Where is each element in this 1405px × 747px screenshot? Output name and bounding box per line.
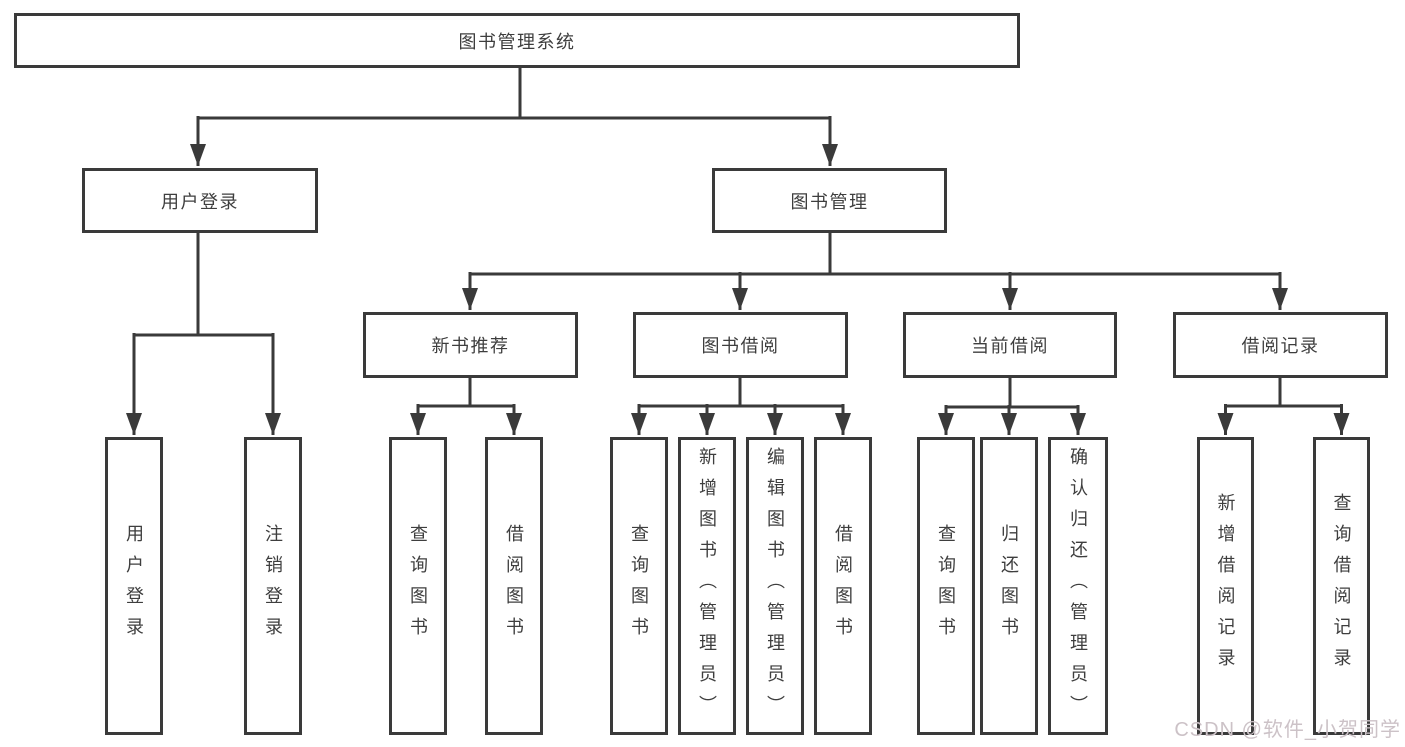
leaf-query-borrow-record: 查询借阅记录	[1313, 437, 1370, 735]
leaf-query-books-recommend: 查询图书	[389, 437, 447, 735]
connector-new-book-recommend-split	[410, 378, 522, 435]
connector-current-borrowing-split	[938, 378, 1086, 435]
leaf-edit-books-admin: 编辑图书（管理员）	[746, 437, 804, 735]
leaf-borrow-books-borrowing: 借阅图书	[814, 437, 872, 735]
connector-user-login-split	[126, 233, 281, 435]
node-borrowing-records: 借阅记录	[1173, 312, 1388, 378]
leaf-borrow-books-recommend: 借阅图书	[485, 437, 543, 735]
connector-book-borrowing-split	[631, 378, 851, 435]
connector-book-management-split	[462, 233, 1288, 310]
leaf-query-books-borrowing: 查询图书	[610, 437, 668, 735]
leaf-query-books-current: 查询图书	[917, 437, 975, 735]
node-book-management: 图书管理	[712, 168, 947, 233]
csdn-watermark: CSDN @软件_小贺同学	[1174, 719, 1401, 741]
node-user-login: 用户登录	[82, 168, 318, 233]
node-current-borrowing: 当前借阅	[903, 312, 1117, 378]
connector-root-split	[190, 66, 838, 166]
node-library-system: 图书管理系统	[14, 13, 1020, 68]
leaf-add-borrow-record: 新增借阅记录	[1197, 437, 1254, 735]
node-new-book-recommend: 新书推荐	[363, 312, 578, 378]
leaf-return-books: 归还图书	[980, 437, 1038, 735]
leaf-confirm-return-admin: 确认归还（管理员）	[1048, 437, 1108, 735]
node-book-borrowing: 图书借阅	[633, 312, 848, 378]
connector-borrowing-records-split	[1217, 378, 1350, 435]
leaf-add-books-admin: 新增图书（管理员）	[678, 437, 736, 735]
leaf-logout: 注销登录	[244, 437, 302, 735]
leaf-user-login: 用户登录	[105, 437, 163, 735]
